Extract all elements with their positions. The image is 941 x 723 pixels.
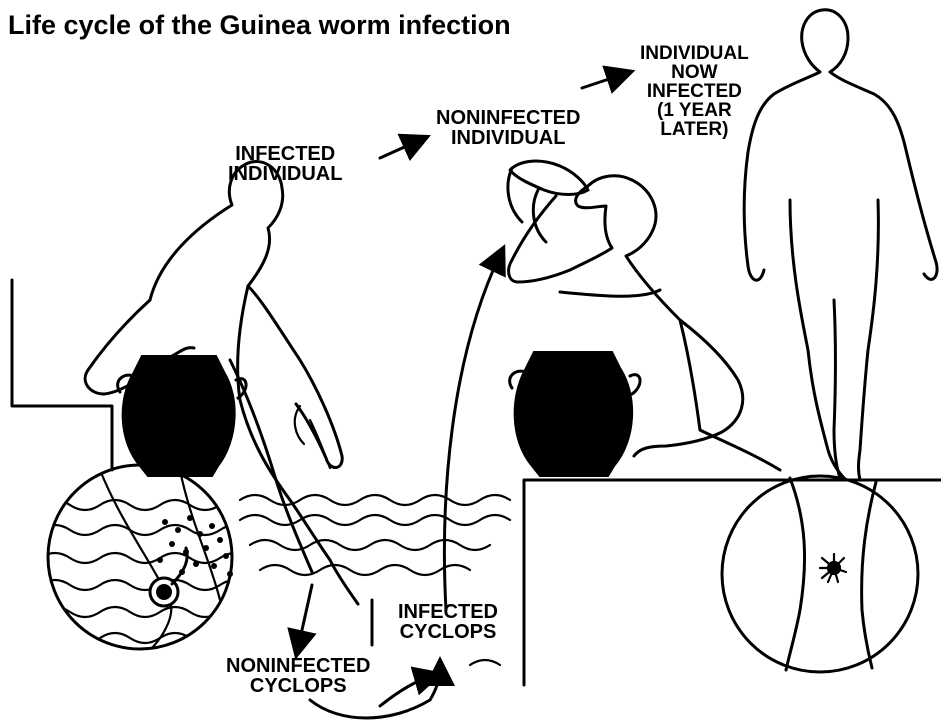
arrow-down-to-noninfected-cyclops bbox=[298, 585, 312, 648]
worm-lesion bbox=[150, 548, 187, 606]
middle-water-pot bbox=[510, 352, 640, 476]
arrow-cyclops-cycle-lower bbox=[310, 668, 440, 718]
magnified-leg-circle-right bbox=[722, 476, 918, 672]
water-waves bbox=[240, 495, 510, 665]
arrow-infected-cyclops-to-drinker bbox=[444, 255, 500, 610]
magnified-water-circle-left bbox=[40, 465, 250, 650]
standing-person-figure bbox=[744, 10, 937, 480]
arrow-infected-to-noninfected-label bbox=[380, 140, 420, 158]
arrow-noninfected-to-infected-label bbox=[582, 74, 624, 88]
left-ledge bbox=[12, 280, 112, 470]
emerging-worm-icon bbox=[820, 554, 846, 582]
left-water-pot bbox=[118, 356, 246, 476]
arrow-cyclops-cycle-upper bbox=[380, 676, 432, 706]
